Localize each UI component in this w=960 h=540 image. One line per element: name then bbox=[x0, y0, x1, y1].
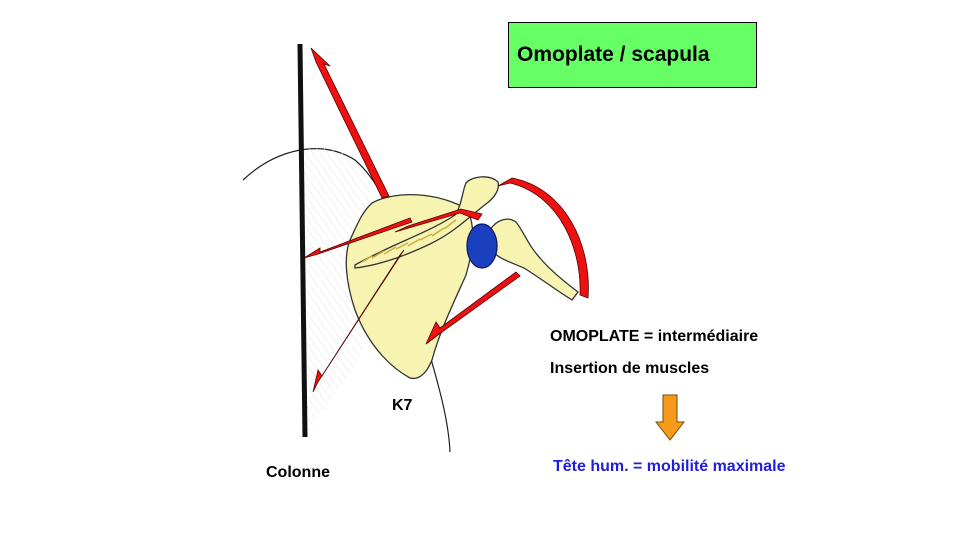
label-tete-humerale: Tête hum. = mobilité maximale bbox=[553, 458, 786, 475]
arrow-to-spine-top bbox=[310, 47, 390, 199]
title-box: Omoplate / scapula bbox=[508, 22, 757, 88]
arrow-across-spine bbox=[394, 208, 483, 233]
omoplate-value: intermédiaire bbox=[657, 328, 759, 345]
label-colonne: Colonne bbox=[266, 464, 330, 481]
slide-title: Omoplate / scapula bbox=[517, 43, 710, 66]
label-insertion: Insertion de muscles bbox=[550, 360, 710, 377]
scapular-spine bbox=[354, 176, 500, 269]
muscle-arrows bbox=[303, 47, 589, 393]
humerus-bone bbox=[489, 218, 579, 301]
humeral-head bbox=[466, 223, 498, 269]
arrow-deltoid-curve bbox=[497, 177, 589, 299]
down-arrow-icon bbox=[655, 394, 685, 441]
omoplate-key: OMOPLATE = bbox=[550, 328, 654, 345]
label-omoplate: OMOPLATE = intermédiaire bbox=[550, 328, 758, 346]
thorax-shading bbox=[302, 146, 370, 441]
arrow-lower-rib bbox=[425, 271, 521, 345]
spine-column bbox=[297, 43, 308, 438]
arrow-to-spine-mid bbox=[303, 217, 413, 259]
spine-ridges bbox=[361, 219, 457, 263]
arrow-to-spine-low bbox=[312, 249, 405, 393]
label-k7: K7 bbox=[392, 397, 413, 414]
